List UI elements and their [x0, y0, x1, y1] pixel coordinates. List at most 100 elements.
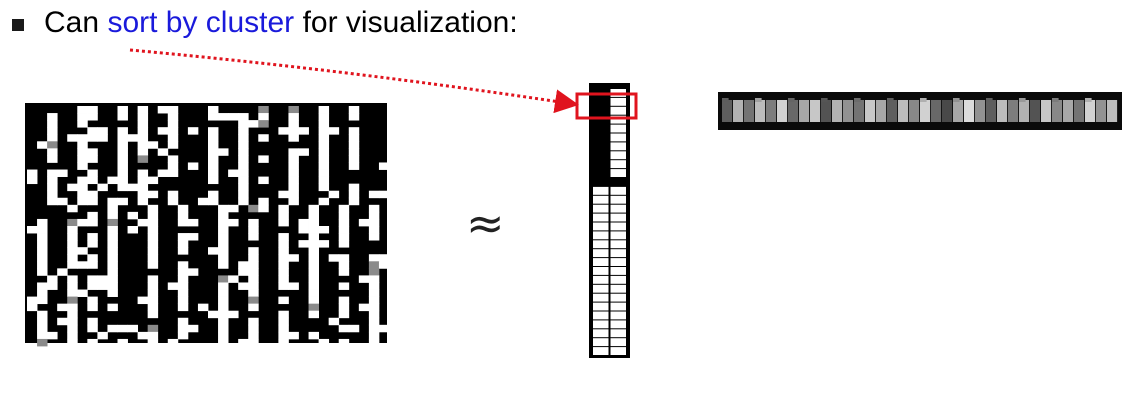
matrix-cell	[167, 127, 179, 135]
matrix-cell	[177, 331, 189, 340]
matrix-cell	[67, 134, 78, 142]
matrix-cell	[117, 155, 128, 163]
matrix-cell	[177, 240, 189, 248]
factor-cell-right	[610, 293, 626, 302]
matrix-cell	[107, 211, 118, 220]
matrix-cell	[47, 183, 58, 192]
matrix-cell	[278, 296, 289, 305]
strip-cell-top	[1085, 98, 1092, 102]
matrix-cell	[248, 254, 259, 262]
strip-cell	[942, 100, 953, 122]
matrix-cell	[338, 226, 350, 234]
matrix-cell	[197, 197, 209, 206]
matrix-cell	[97, 127, 108, 135]
matrix-cell	[278, 233, 289, 241]
matrix-cell	[338, 303, 350, 312]
matrix-cell	[47, 197, 58, 206]
matrix-cell	[258, 120, 269, 128]
matrix-cell	[258, 197, 269, 206]
matrix-cell	[167, 338, 179, 347]
strip-cell	[964, 100, 975, 122]
matrix-cell	[208, 141, 219, 149]
centroid-strip	[718, 92, 1122, 130]
matrix-cell	[248, 226, 259, 234]
matrix-cell	[338, 296, 350, 305]
matrix-cell	[228, 310, 239, 319]
matrix-cell	[238, 127, 249, 135]
factor-cell-right	[610, 240, 626, 249]
matrix-cell	[147, 331, 159, 340]
bullet-text-highlight: sort by cluster	[107, 6, 295, 39]
matrix-cell	[47, 169, 58, 177]
strip-cell	[1019, 100, 1030, 122]
matrix-cell	[238, 134, 249, 142]
matrix-cell	[308, 303, 320, 312]
matrix-cell	[47, 148, 58, 156]
matrix-cell	[77, 106, 88, 114]
strip-cell	[898, 100, 909, 122]
matrix-cell	[238, 113, 249, 121]
matrix-cell	[248, 218, 259, 227]
matrix-cell	[107, 226, 118, 234]
matrix-cell	[167, 162, 179, 170]
matrix-cell	[37, 141, 48, 149]
matrix-cell	[147, 261, 159, 269]
matrix-cell	[157, 169, 169, 177]
matrix-cell	[87, 303, 98, 312]
matrix-cell	[208, 155, 219, 163]
matrix-cell	[378, 162, 390, 170]
factor-cell-right	[610, 267, 626, 275]
matrix-cell	[87, 134, 98, 142]
matrix-cell	[248, 247, 259, 255]
matrix-cell	[348, 148, 360, 156]
matrix-cell	[248, 317, 259, 326]
matrix-cell	[177, 289, 189, 297]
matrix-cell	[147, 282, 159, 290]
matrix-cell	[37, 261, 48, 269]
approx-symbol: ≈	[466, 196, 505, 250]
matrix-cell	[218, 282, 229, 290]
matrix-cell	[97, 275, 108, 283]
matrix-cell	[208, 106, 219, 114]
strip-cell	[1107, 100, 1118, 122]
matrix-cell	[288, 282, 299, 290]
matrix-cell	[328, 190, 340, 199]
matrix-cell	[117, 113, 128, 121]
matrix-cell	[348, 106, 360, 114]
matrix-cell	[378, 254, 390, 262]
matrix-cell	[278, 240, 289, 248]
matrix-cell	[177, 211, 189, 220]
matrix-cell	[348, 141, 360, 149]
matrix-cell	[238, 183, 249, 192]
matrix-cell	[348, 183, 360, 192]
matrix-cell	[308, 211, 320, 220]
matrix-cell	[177, 275, 189, 283]
matrix-cell	[177, 282, 189, 290]
matrix-cell	[278, 204, 289, 213]
matrix-cell	[308, 254, 320, 262]
factor-cell-right	[610, 106, 626, 115]
factor-cell-right	[610, 115, 626, 124]
matrix-cell	[228, 169, 239, 177]
matrix-cell	[278, 317, 289, 326]
matrix-cell	[87, 240, 98, 248]
matrix-cell	[218, 338, 229, 347]
factor-cell-right	[610, 169, 626, 177]
matrix-cell	[87, 155, 98, 163]
strip-cell-top	[1052, 98, 1059, 102]
matrix-cell	[137, 148, 149, 156]
factor-cell-left	[593, 249, 609, 258]
matrix-cell	[368, 289, 380, 297]
matrix-cell	[47, 113, 58, 121]
matrix-cell	[338, 204, 350, 213]
matrix-cell	[117, 169, 128, 177]
factor-cell-right	[610, 142, 626, 151]
matrix-cell	[328, 254, 340, 262]
matrix-cell	[137, 197, 149, 206]
matrix-cell	[368, 261, 380, 269]
matrix-cell	[288, 148, 299, 156]
matrix-cell	[87, 261, 98, 269]
factor-cell-right	[610, 302, 626, 311]
matrix-cell	[37, 226, 48, 234]
strip-cell	[975, 100, 986, 122]
